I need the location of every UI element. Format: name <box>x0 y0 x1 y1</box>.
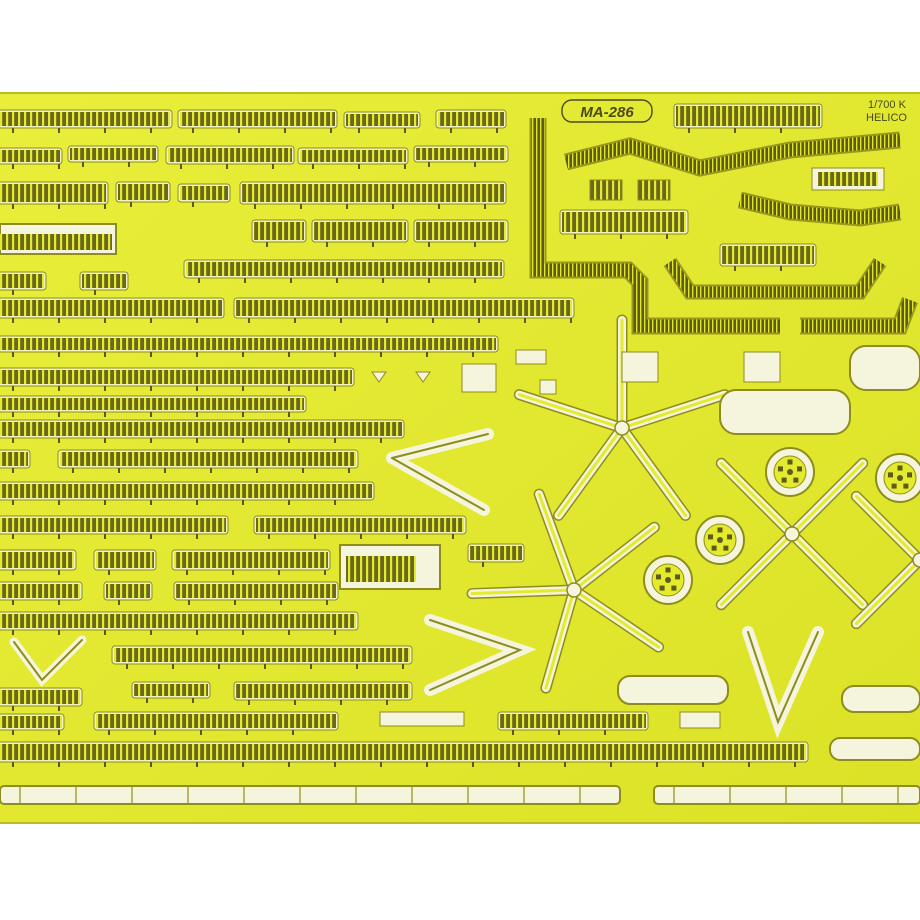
railing-strip <box>103 581 153 605</box>
rotor-blade-set <box>715 457 869 611</box>
railing-strip <box>0 449 31 473</box>
rotor-hub <box>695 515 745 565</box>
railing-strip <box>171 549 331 575</box>
railing-strip <box>0 611 359 635</box>
railing-strip <box>497 711 649 735</box>
railing-strip <box>0 515 229 539</box>
railing-strip <box>111 645 413 669</box>
railing-strip <box>0 741 809 767</box>
railing-strip <box>253 515 467 539</box>
railing-strip <box>177 183 231 207</box>
railing-strip <box>0 147 63 169</box>
fret-subtitle-text: HELICO <box>866 112 907 124</box>
railing-strip <box>183 259 505 283</box>
railing-strip <box>0 109 173 133</box>
railing-strip <box>311 219 409 247</box>
small-detail-pieces <box>0 167 920 761</box>
railing-strip <box>413 219 509 247</box>
railing-strip <box>0 367 355 391</box>
railing-strip <box>673 103 823 133</box>
rotor-hubs-group <box>643 447 920 605</box>
railing-strip <box>559 209 689 239</box>
railing-strip <box>343 111 421 133</box>
railing-strip <box>0 271 47 295</box>
cut-strip <box>0 785 621 805</box>
rotor-blade-set <box>466 488 665 694</box>
rotor-blade-set <box>850 490 920 630</box>
railing-parts-group <box>0 103 823 767</box>
railing-strip <box>0 687 83 711</box>
railing-strip <box>177 109 338 133</box>
rotor-parts-group <box>466 314 920 694</box>
railing-strip <box>0 713 65 735</box>
railing-strip <box>93 711 339 735</box>
railing-strip <box>57 449 359 473</box>
bent-railing-frame <box>529 118 918 335</box>
fret-code-text: MA-286 <box>580 104 634 121</box>
railing-strip <box>239 181 507 209</box>
railing-strip <box>131 681 211 703</box>
railing-strip <box>719 243 817 271</box>
rotor-hub <box>875 453 920 503</box>
railing-strip <box>251 219 307 247</box>
railing-strip <box>467 543 525 567</box>
v-parts <box>9 428 824 739</box>
railing-strip <box>435 109 507 133</box>
railing-strip <box>0 181 109 209</box>
cut-strip <box>653 785 920 805</box>
railing-strip <box>165 145 295 169</box>
railing-strip <box>67 145 159 167</box>
railing-strip <box>0 549 77 575</box>
fret-scale-text: 1/700 K <box>868 99 907 111</box>
railing-strip <box>0 297 225 323</box>
railing-strip <box>233 681 413 705</box>
railing-strip <box>0 481 375 505</box>
railing-strip <box>0 335 499 357</box>
railing-strip <box>115 181 171 207</box>
railing-strip <box>93 549 157 575</box>
railing-strip <box>413 145 509 167</box>
railing-strip <box>0 395 307 417</box>
railing-strip <box>0 419 405 443</box>
rotor-hub <box>765 447 815 497</box>
railing-strip <box>233 297 575 323</box>
railing-strip <box>297 147 409 169</box>
railing-strip <box>0 581 83 605</box>
railing-strip <box>173 581 339 605</box>
bottom-cut-strips <box>0 785 920 805</box>
fret-code-label: MA-286 <box>561 99 653 123</box>
rotor-hub <box>643 555 693 605</box>
railing-strip <box>79 271 129 295</box>
